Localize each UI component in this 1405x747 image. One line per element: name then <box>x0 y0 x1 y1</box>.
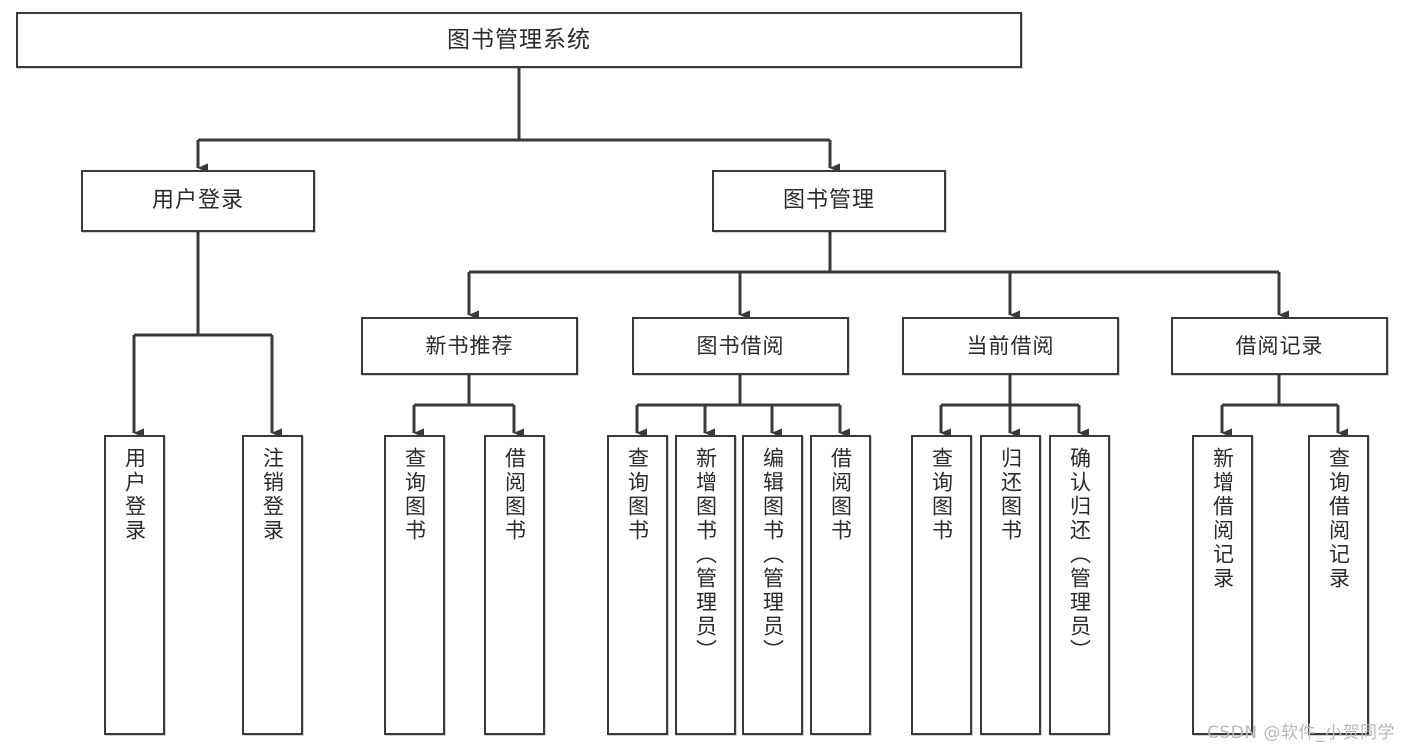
node-label: 借阅图书 <box>828 447 853 543</box>
watermark: CSDN @软件_小贺同学 <box>1207 723 1395 743</box>
node-label: 用户登录 <box>122 447 147 543</box>
node-label: 借阅图书 <box>502 447 527 543</box>
node-label: 归还图书 <box>998 447 1023 543</box>
leaf-user-login-login[interactable]: 用户登录 <box>104 435 165 735</box>
node-label: 新增借阅记录 <box>1210 447 1235 591</box>
node-label: 当前借阅 <box>966 333 1055 358</box>
node-label: 图书管理 <box>782 188 875 214</box>
node-borrow-record[interactable]: 借阅记录 <box>1171 317 1388 375</box>
node-label: 查询借阅记录 <box>1326 447 1351 591</box>
leaf-book-borrow-query-book[interactable]: 查询图书 <box>607 435 668 735</box>
leaf-current-borrow-query-book[interactable]: 查询图书 <box>911 435 972 735</box>
leaf-user-login-logout[interactable]: 注销登录 <box>242 435 303 735</box>
node-label: 用户登录 <box>151 188 244 214</box>
node-label: 查询图书 <box>625 447 650 543</box>
node-label: 图书借阅 <box>696 333 785 358</box>
node-new-book-recommend[interactable]: 新书推荐 <box>361 317 578 375</box>
node-label: 新书推荐 <box>425 333 514 358</box>
leaf-book-borrow-add-book-admin[interactable]: 新增图书（管理员） <box>675 435 736 735</box>
node-label: 注销登录 <box>260 447 285 543</box>
node-user-login[interactable]: 用户登录 <box>81 170 315 232</box>
node-label: 新增图书（管理员） <box>693 447 718 663</box>
leaf-current-borrow-confirm-return-admin[interactable]: 确认归还（管理员） <box>1049 435 1110 735</box>
leaf-book-borrow-borrow-book[interactable]: 借阅图书 <box>810 435 871 735</box>
leaf-book-borrow-edit-book-admin[interactable]: 编辑图书（管理员） <box>742 435 803 735</box>
leaf-borrow-record-add-record[interactable]: 新增借阅记录 <box>1192 435 1253 735</box>
leaf-new-book-query-book[interactable]: 查询图书 <box>384 435 445 735</box>
node-book-borrow[interactable]: 图书借阅 <box>632 317 849 375</box>
leaf-new-book-borrow-book[interactable]: 借阅图书 <box>484 435 545 735</box>
node-label: 编辑图书（管理员） <box>760 447 785 663</box>
node-label: 查询图书 <box>929 447 954 543</box>
leaf-current-borrow-return-book[interactable]: 归还图书 <box>980 435 1041 735</box>
node-root-book-management-system[interactable]: 图书管理系统 <box>16 12 1022 68</box>
node-label: 借阅记录 <box>1235 333 1324 358</box>
node-label: 查询图书 <box>402 447 427 543</box>
node-label: 确认归还（管理员） <box>1067 447 1092 663</box>
node-book-management[interactable]: 图书管理 <box>712 170 946 232</box>
node-current-borrow[interactable]: 当前借阅 <box>902 317 1119 375</box>
node-label: 图书管理系统 <box>447 26 591 53</box>
leaf-borrow-record-query-record[interactable]: 查询借阅记录 <box>1308 435 1369 735</box>
